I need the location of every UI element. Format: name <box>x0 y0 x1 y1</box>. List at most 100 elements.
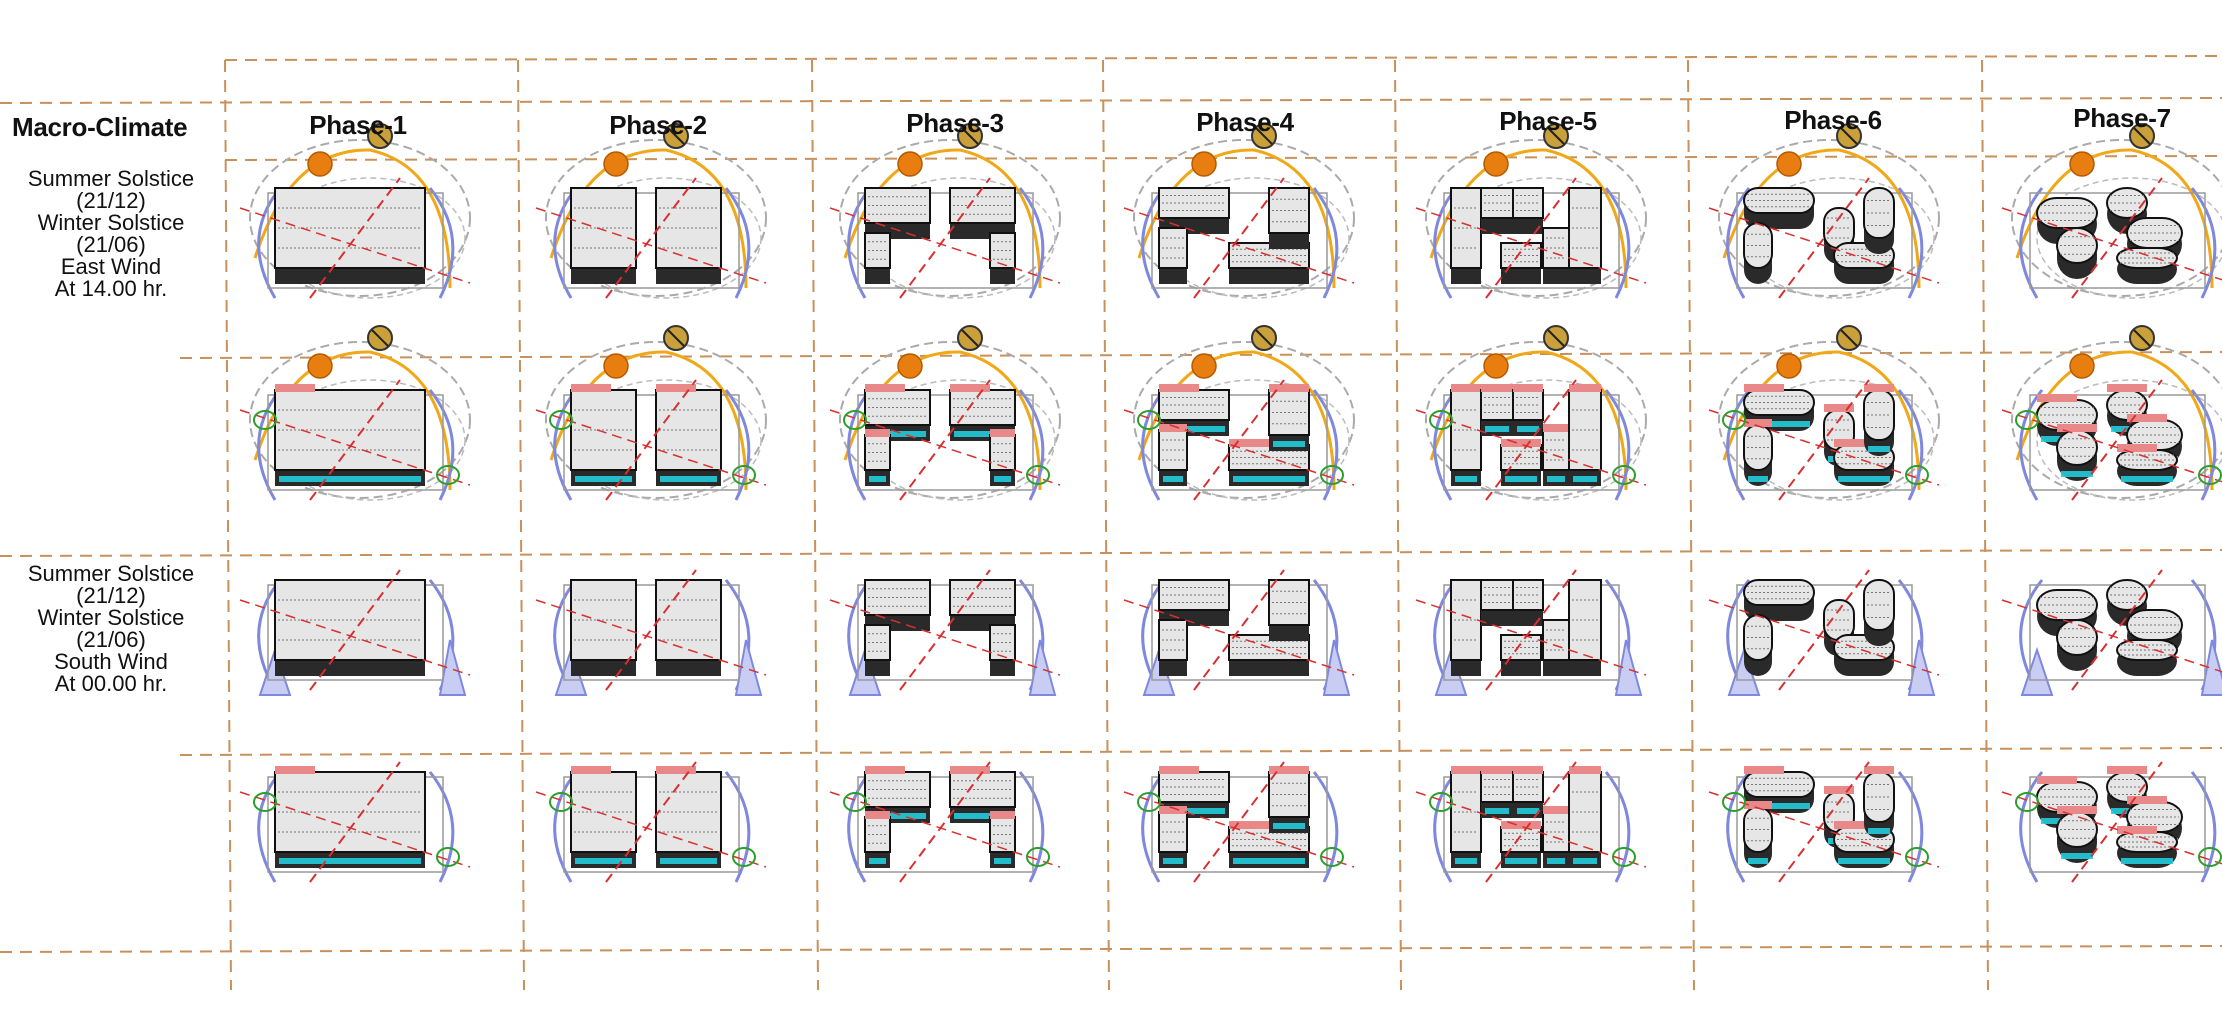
sun-icon <box>2070 354 2094 378</box>
cyan-accent <box>2121 476 2173 482</box>
cyan-accent <box>1868 446 1890 452</box>
phase-cell <box>1124 570 1354 695</box>
sun-icon <box>1777 152 1801 176</box>
red-accent <box>1513 766 1543 774</box>
cyan-accent <box>575 476 632 482</box>
red-accent <box>2107 384 2147 392</box>
phase-cell <box>240 124 470 298</box>
label-line: At 14.00 hr. <box>0 278 222 300</box>
red-accent <box>2117 826 2157 834</box>
phase-cell <box>240 762 470 882</box>
phase-header-6: Phase-6 <box>1733 105 1933 136</box>
phase-cell <box>2002 124 2222 298</box>
cyan-accent <box>1455 476 1477 482</box>
cyan-accent <box>279 858 421 864</box>
cyan-accent <box>1273 441 1305 447</box>
cyan-accent <box>1273 823 1305 829</box>
phase-cell <box>1124 124 1354 298</box>
phase-cell <box>1416 762 1646 882</box>
cyan-accent <box>660 476 717 482</box>
cyan-accent <box>994 858 1011 864</box>
red-accent <box>275 384 315 392</box>
red-accent <box>1451 766 1481 774</box>
cyan-accent <box>1838 476 1890 482</box>
phase-cell <box>830 570 1060 695</box>
red-accent <box>2117 444 2157 452</box>
wind-arrow-icon <box>2021 772 2042 882</box>
red-accent <box>2107 766 2147 774</box>
cyan-accent <box>1163 476 1183 482</box>
phase-cell <box>1709 326 1939 500</box>
red-accent <box>1744 766 1784 774</box>
sun-icon <box>1192 152 1216 176</box>
phase-cell <box>536 762 766 882</box>
sun-icon <box>308 152 332 176</box>
phase-cell <box>830 762 1060 882</box>
phase-cell <box>2002 762 2222 882</box>
phase-cell <box>830 326 1060 500</box>
red-accent <box>865 811 890 819</box>
red-accent <box>1864 384 1894 392</box>
cyan-accent <box>1233 476 1305 482</box>
red-accent <box>275 766 315 774</box>
red-accent <box>1481 766 1513 774</box>
red-accent <box>656 766 696 774</box>
cyan-accent <box>1838 858 1890 864</box>
phase-cell <box>1709 124 1939 298</box>
sun-icon <box>1484 354 1508 378</box>
sun-icon <box>2070 152 2094 176</box>
cyan-accent <box>1748 858 1768 864</box>
red-accent <box>990 429 1015 437</box>
red-accent <box>656 384 696 392</box>
cyan-accent <box>1547 476 1565 482</box>
phase-header-7: Phase-7 <box>2022 103 2222 134</box>
red-accent <box>2037 776 2077 784</box>
red-accent <box>1569 766 1601 774</box>
phase-cell <box>536 326 766 500</box>
label-line: South Wind <box>0 651 222 673</box>
cyan-accent <box>2061 471 2093 477</box>
phase-header-2: Phase-2 <box>558 110 758 141</box>
phase-cell <box>536 124 766 298</box>
label-line: (21/06) <box>0 234 222 256</box>
sun-icon <box>1484 152 1508 176</box>
sun-icon <box>604 354 628 378</box>
label-line: (21/12) <box>0 585 222 607</box>
label-line: At 00.00 hr. <box>0 673 222 695</box>
sun-icon <box>1192 354 1216 378</box>
phase-cell <box>2002 570 2222 695</box>
phase-cell <box>1124 762 1354 882</box>
phase-cell <box>2002 326 2222 500</box>
sun-icon <box>898 152 922 176</box>
cyan-accent <box>869 476 886 482</box>
red-accent <box>1451 384 1481 392</box>
corner-label: Macro-Climate <box>12 112 222 143</box>
cyan-accent <box>1485 808 1509 814</box>
cyan-accent <box>1573 858 1597 864</box>
label-line: East Wind <box>0 256 222 278</box>
cyan-accent <box>1517 426 1539 432</box>
label-line: Winter Solstice <box>0 607 222 629</box>
phase-cell <box>1416 326 1646 500</box>
phase-header-3: Phase-3 <box>855 108 1055 139</box>
cyan-accent <box>869 858 886 864</box>
red-accent <box>865 429 890 437</box>
cyan-accent <box>1517 808 1539 814</box>
red-accent <box>1864 766 1894 774</box>
phase-cell <box>1709 762 1939 882</box>
label-line: Summer Solstice <box>0 168 222 190</box>
sun-icon <box>308 354 332 378</box>
phase-header-5: Phase-5 <box>1448 106 1648 137</box>
red-accent <box>571 384 611 392</box>
red-accent <box>1159 384 1199 392</box>
red-accent <box>1513 384 1543 392</box>
cyan-accent <box>1868 828 1890 834</box>
phase-cell <box>1416 570 1646 695</box>
cyan-accent <box>1573 476 1597 482</box>
red-accent <box>1543 424 1569 432</box>
red-accent <box>1569 384 1601 392</box>
phase-cell <box>240 570 470 695</box>
red-accent <box>2057 424 2097 432</box>
cyan-accent <box>1505 476 1537 482</box>
row-label-south-wind: Summer Solstice (21/12) Winter Solstice … <box>0 563 222 695</box>
